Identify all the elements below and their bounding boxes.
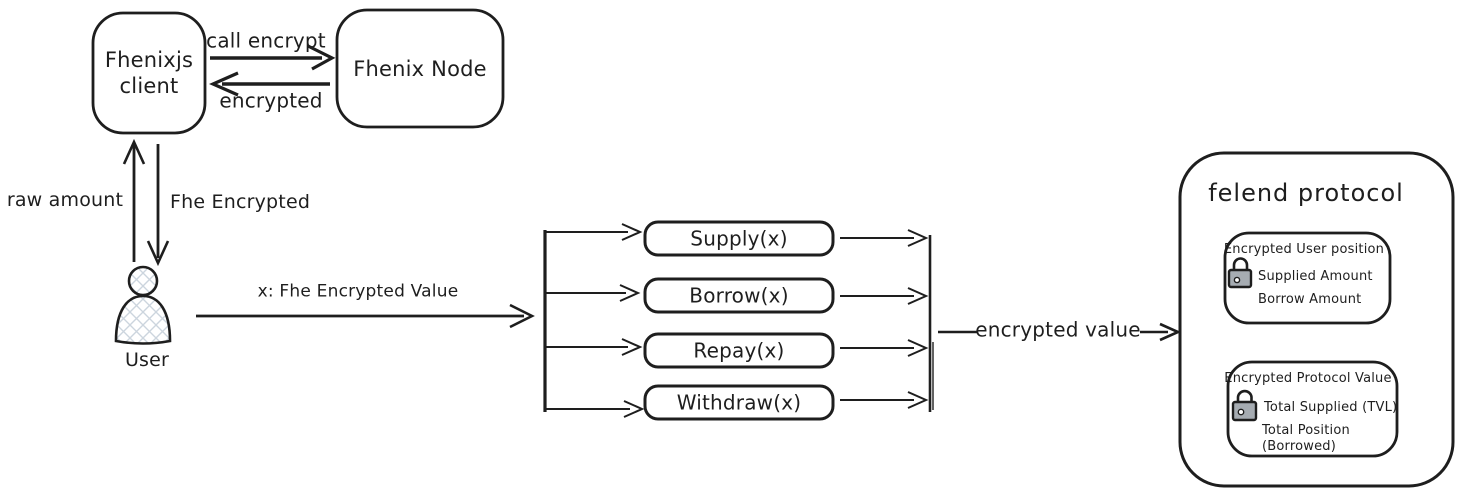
encrypted-label: encrypted	[219, 88, 323, 113]
borrow-amount-label: Borrow Amount	[1258, 292, 1362, 307]
protocol-value-box	[1226, 360, 1399, 458]
total-position-label: Total Position (Borrowed)	[1262, 423, 1350, 454]
encrypted-value-arrow	[938, 322, 1182, 342]
fhenixjs-client-label: Fhenixjs client	[104, 47, 194, 98]
encrypted-value-label: encrypted value	[975, 317, 1141, 342]
op-supply-label: Supply(x)	[690, 226, 788, 251]
fhe-encrypted-arrow	[146, 144, 170, 267]
output-arrows	[840, 229, 929, 409]
x-value-arrow	[196, 303, 535, 329]
op-borrow-label: Borrow(x)	[689, 283, 789, 308]
encrypted-arrow	[209, 71, 330, 97]
lock-icon	[1231, 389, 1258, 422]
branch-arrows	[545, 223, 645, 418]
fhenixjs-client-box	[91, 11, 207, 135]
call-encrypt-arrow	[210, 44, 336, 71]
total-supplied-label: Total Supplied (TVL)	[1264, 400, 1398, 415]
x-value-label: x: Fhe Encrypted Value	[257, 281, 459, 302]
fhe-encrypted-label: Fhe Encrypted	[170, 191, 311, 213]
protocol-value-title: Encrypted Protocol Value	[1224, 370, 1392, 386]
fanin-line	[928, 235, 934, 412]
user-label: User	[124, 349, 170, 372]
supplied-amount-label: Supplied Amount	[1258, 269, 1373, 284]
raw-amount-arrow	[122, 138, 146, 262]
operation-boxes	[643, 220, 835, 421]
felend-protocol-title: felend protocol	[1208, 179, 1404, 207]
user-position-box	[1223, 231, 1392, 325]
raw-amount-label: raw amount	[6, 189, 124, 212]
fhenix-node-box	[335, 8, 505, 129]
user-icon	[114, 265, 172, 345]
user-position-title: Encrypted User position	[1223, 241, 1385, 257]
fhenix-node-label: Fhenix Node	[353, 56, 487, 81]
op-repay-label: Repay(x)	[693, 338, 785, 363]
call-encrypt-label: call encrypt	[206, 28, 326, 53]
lock-icon	[1227, 257, 1253, 289]
op-withdraw-label: Withdraw(x)	[676, 390, 802, 415]
